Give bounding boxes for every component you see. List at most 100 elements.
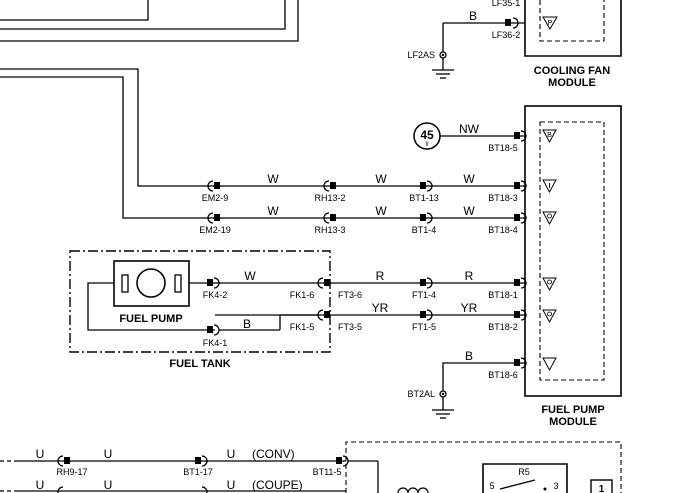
connector-em2-9 <box>214 182 220 189</box>
variant-coupe: (COUPE) <box>252 478 303 492</box>
cooling-fan-module: P COOLING FAN MODULE <box>524 0 622 89</box>
connector-bt1-13 <box>420 182 426 189</box>
connector-ft1-5 <box>420 311 426 318</box>
label-lf36-2: LF36-2 <box>492 30 521 40</box>
label-bt11-5: BT11-5 <box>313 467 342 477</box>
label-bt1-13: BT1-13 <box>409 193 439 203</box>
label-fk1-6: FK1-6 <box>290 290 315 300</box>
label-ft3-5: FT3-5 <box>338 322 362 332</box>
wire-color-w-7: W <box>244 269 256 283</box>
reference-45-number: 45 <box>420 128 434 142</box>
connector-fk4-2 <box>207 279 213 286</box>
connector-rh13-3 <box>330 214 336 221</box>
relay-pin-3: 3 <box>553 481 558 491</box>
wire-color-nw: NW <box>459 122 480 136</box>
connector-ft3-5 <box>324 311 330 318</box>
wire-color-r-2: R <box>465 269 474 283</box>
label-rh13-3: RH13-3 <box>314 225 345 235</box>
wire-color-b-fan: B <box>469 9 477 23</box>
circuit-bt18-3: EM2-9 W RH13-2 W BT1-13 W BT18-3 <box>202 172 527 203</box>
label-bt2al: BT2AL <box>407 389 435 399</box>
fuel-pump-module-pins: B <box>542 129 557 372</box>
wire-color-w-5: W <box>375 204 387 218</box>
label-lf35-1: LF35-1 <box>492 0 521 8</box>
relay-r5-label: R5 <box>518 467 530 477</box>
connector-bt18-3 <box>514 182 520 189</box>
label-ft1-5: FT1-5 <box>412 322 436 332</box>
svg-text:P: P <box>548 20 553 27</box>
wire-color-u-5: U <box>104 478 113 492</box>
wire-color-b-tank: B <box>243 317 251 331</box>
circuit-bt18-5: 45 II NW BT18-5 <box>413 122 527 153</box>
connector-lf36-2 <box>505 19 511 26</box>
wire-color-w-2: W <box>375 172 387 186</box>
bottom-circuits: U RH9-17 U BT1-17 U (CONV) BT11-5 U U U … <box>0 441 622 493</box>
fuel-pump-module: B FUEL PUMP MODULE <box>524 105 622 428</box>
connector-bt1-4 <box>420 214 426 221</box>
connector-fk4-1 <box>207 326 213 333</box>
wire-color-w-3: W <box>463 172 475 186</box>
label-em2-19: EM2-19 <box>199 225 231 235</box>
circuit-bt18-2: FK4-1 B FK1-5 FT3-5 YR FT1-5 YR BT18-2 <box>203 301 527 348</box>
cooling-fan-pin-p <box>542 16 558 30</box>
label-bt18-3: BT18-3 <box>488 193 518 203</box>
label-em2-9: EM2-9 <box>202 193 229 203</box>
connector-bt18-6 <box>514 359 520 366</box>
cooling-fan-ground-circuit: LF35-1 LF36-2 B LF2AS <box>407 0 525 79</box>
circuit-bt18-1: FK4-2 W FK1-6 FT3-6 R FT1-4 R BT18-1 <box>203 269 527 300</box>
fuel-tank: FUEL TANK <box>69 250 331 370</box>
fuel-pump-module-title-2: MODULE <box>549 416 597 428</box>
label-lf2as: LF2AS <box>407 50 435 60</box>
fuel-pump-module-title-1: FUEL PUMP <box>541 404 604 416</box>
label-rh9-17: RH9-17 <box>56 467 87 477</box>
label-bt18-1: BT18-1 <box>488 290 518 300</box>
svg-text:B: B <box>547 132 552 139</box>
connector-fk1-6 <box>317 277 324 289</box>
connector-bt18-2 <box>514 311 520 318</box>
wire-color-r-1: R <box>376 269 385 283</box>
connector-fk1-5 <box>317 309 324 321</box>
reference-45-circle <box>413 122 441 150</box>
connector-em2-19 <box>214 214 220 221</box>
wire-color-u-4: U <box>36 478 45 492</box>
reference-45-sub: II <box>425 142 429 148</box>
wire-color-w-6: W <box>463 204 475 218</box>
label-fk4-1: FK4-1 <box>203 338 228 348</box>
connector-bt11-5 <box>336 457 342 464</box>
ground-icon <box>432 69 454 79</box>
relay-pin-5: 5 <box>489 481 494 491</box>
reference-box-1-label: 1 <box>599 484 605 493</box>
fuel-tank-title: FUEL TANK <box>169 358 230 370</box>
reference-box-1 <box>590 479 613 493</box>
wire-color-u-6: U <box>227 478 236 492</box>
variant-conv: (CONV) <box>252 447 295 461</box>
connector-bt18-5 <box>514 132 520 139</box>
connector-bt18-1 <box>514 279 520 286</box>
wire-color-yr-1: YR <box>372 301 389 315</box>
label-ft1-4: FT1-4 <box>412 290 436 300</box>
wire-color-u-3: U <box>227 447 236 461</box>
wire-color-w-4: W <box>267 204 279 218</box>
wire-color-u-2: U <box>104 447 113 461</box>
label-bt18-4: BT18-4 <box>488 225 518 235</box>
relay-r5: R5 5 3 <box>482 463 568 493</box>
upper-harness-lines <box>0 0 299 219</box>
wire-color-u-1: U <box>36 447 45 461</box>
label-bt18-5: BT18-5 <box>488 143 518 153</box>
wire-color-w-1: W <box>267 172 279 186</box>
label-rh13-2: RH13-2 <box>314 193 345 203</box>
label-fk4-2: FK4-2 <box>203 290 228 300</box>
label-bt18-2: BT18-2 <box>488 322 518 332</box>
label-ft3-6: FT3-6 <box>338 290 362 300</box>
wire-color-yr-2: YR <box>461 301 478 315</box>
cooling-fan-module-title-1: COOLING FAN <box>534 65 610 77</box>
connector-ft3-6 <box>324 279 330 286</box>
connector-rh9-17 <box>64 457 70 464</box>
connector-ft1-4 <box>420 279 426 286</box>
connector-rh13-2 <box>330 182 336 189</box>
connector-bt18-4 <box>514 214 520 221</box>
circuit-bt18-6: B BT18-6 BT2AL <box>407 349 527 419</box>
circuit-bt18-4: EM2-19 W RH13-3 W BT1-4 W BT18-4 <box>199 204 527 235</box>
cooling-fan-module-title-2: MODULE <box>548 77 596 89</box>
